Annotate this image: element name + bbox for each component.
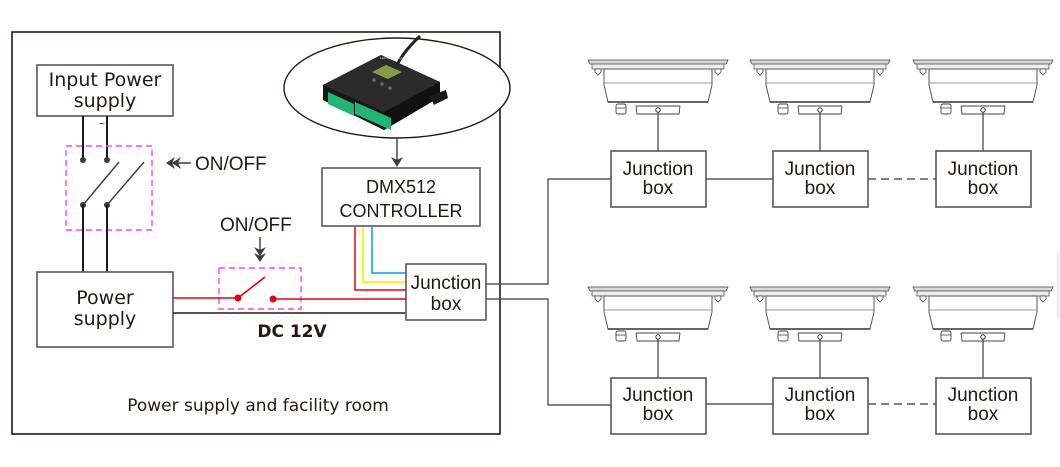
facility-room-caption: Power supply and facility room — [127, 396, 389, 416]
dc-switch-label: ON/OFF — [220, 215, 292, 236]
underwater-light-fixture — [749, 286, 891, 342]
junction-box-label-line1: Junction — [948, 385, 1019, 406]
feed-wire-bottom — [486, 298, 611, 406]
ac-symbol: ~ — [99, 119, 105, 130]
junction-box-label-line1: Junction — [623, 385, 694, 406]
power-supply-label-line1: Power — [76, 287, 134, 309]
junction-box: Junction box — [610, 150, 707, 208]
junction-box: Junction box — [610, 377, 707, 435]
junction-box: Junction box — [772, 377, 869, 435]
input-power-supply-box: Input Power supply — [36, 64, 174, 117]
junction-box-label-line1: Junction — [785, 385, 856, 406]
facility-junction-label-line1: Junction — [411, 273, 482, 294]
junction-box: Junction box — [935, 377, 1032, 435]
main-switch-label: ON/OFF — [195, 154, 267, 175]
fixture-row-top: Junction box Junction box Junction box — [587, 59, 1054, 208]
dc-voltage-label: DC 12V — [257, 322, 327, 342]
junction-box-label-line2: box — [643, 404, 674, 425]
main-breaker-switch — [65, 145, 153, 231]
junction-box-label-line2: box — [805, 178, 836, 199]
double-arrow-down-icon — [254, 237, 266, 262]
junction-box: Junction box — [772, 150, 869, 208]
controller-photo-title: LED CONTROLLER — [380, 56, 408, 60]
dmx512-controller-box: DMX512 CONTROLLER — [321, 167, 481, 227]
junction-box-label-line1: Junction — [785, 159, 856, 180]
input-power-label-line2: supply — [74, 90, 137, 112]
feed-wire-top — [486, 178, 611, 285]
controller-label-line2: CONTROLLER — [339, 201, 462, 221]
fixture-row-bottom: Junction box Junction box Junction box — [587, 286, 1054, 435]
junction-box-label-line1: Junction — [948, 159, 1019, 180]
input-power-label-line1: Input Power — [49, 69, 162, 91]
signal-wire-red — [354, 227, 406, 291]
junction-box-label-line2: box — [643, 178, 674, 199]
facility-junction-box: Junction box — [405, 263, 487, 321]
double-arrow-left-icon — [166, 157, 191, 169]
underwater-light-fixture — [912, 286, 1054, 342]
junction-box-label-line1: Junction — [623, 159, 694, 180]
junction-box-label-line2: box — [968, 404, 999, 425]
arrow-down-icon — [391, 157, 403, 167]
signal-wire-blue — [371, 227, 406, 274]
power-supply-box: Power supply — [36, 271, 174, 348]
underwater-light-fixture — [587, 286, 729, 342]
underwater-light-fixture — [749, 59, 891, 115]
signal-wire-yellow — [362, 227, 406, 283]
dc-switch — [173, 267, 406, 310]
junction-box-label-line2: box — [805, 404, 836, 425]
facility-junction-label-line2: box — [431, 294, 462, 315]
power-supply-label-line2: supply — [74, 308, 137, 330]
controller-label-line1: DMX512 — [366, 177, 436, 197]
underwater-light-fixture — [587, 59, 729, 115]
underwater-light-fixture — [912, 59, 1054, 115]
junction-box-label-line2: box — [968, 178, 999, 199]
junction-box: Junction box — [935, 150, 1032, 208]
controller-photo — [283, 34, 511, 139]
facility-room-frame — [11, 31, 501, 435]
